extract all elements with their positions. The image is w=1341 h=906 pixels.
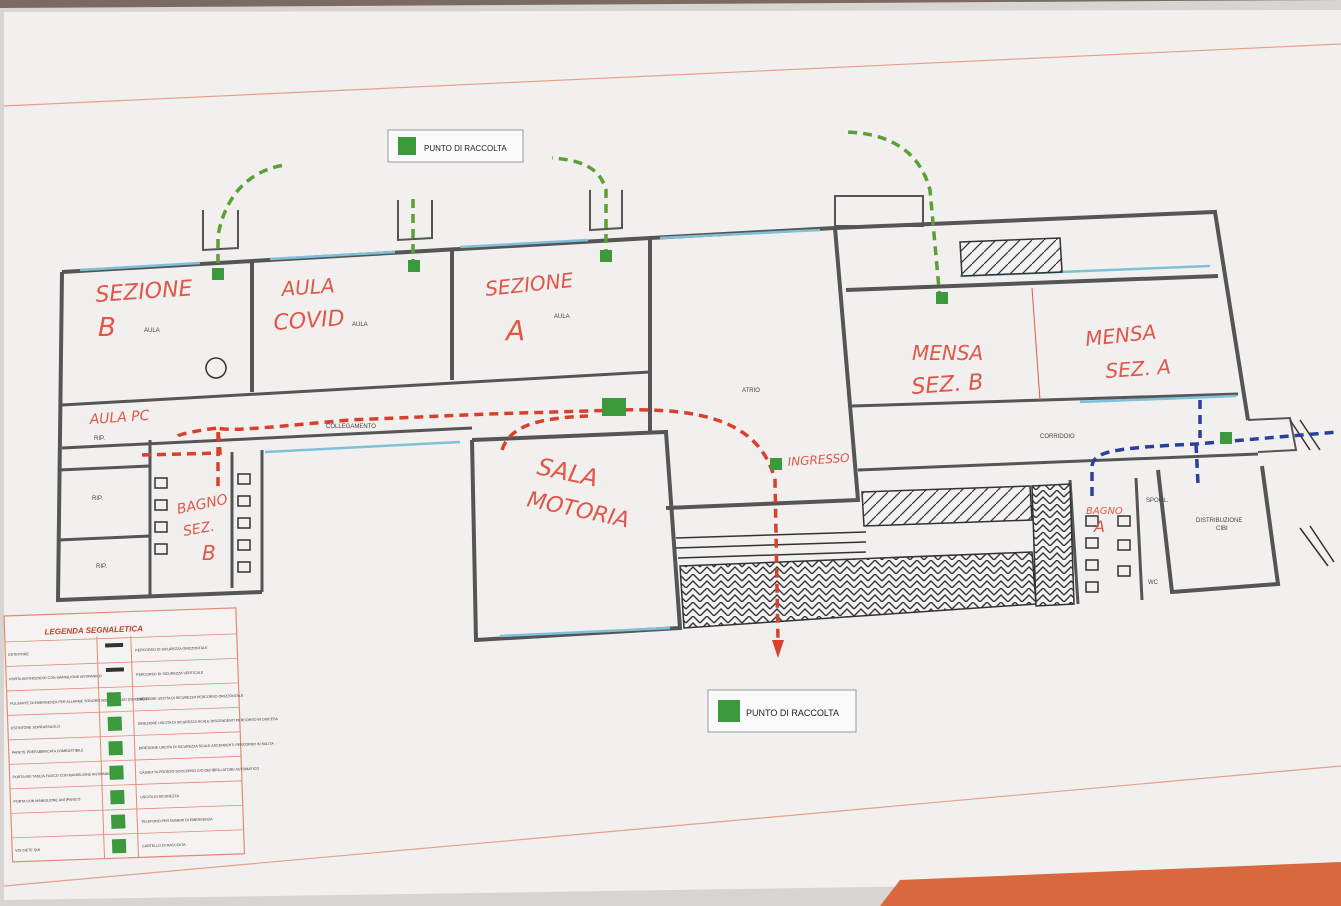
routes bbox=[141, 130, 1339, 641]
building-walls bbox=[55, 190, 1298, 643]
route-blue-branch bbox=[1194, 443, 1200, 485]
border-line-bottom bbox=[3, 765, 1341, 887]
legend-row-divider bbox=[8, 731, 241, 741]
legend-row-left: ESTINTORE SOPRASSUOLO bbox=[11, 725, 60, 731]
hw-bagno-b-2: SEZ. bbox=[182, 519, 216, 540]
assembly-icon bbox=[718, 700, 740, 722]
legend-row-right: USCITA DI SICUREZZA bbox=[140, 794, 179, 799]
legend-row-right: DIREZIONE USCITA DI SICUREZZA SCALE DISC… bbox=[138, 717, 279, 726]
paper-sheet-face bbox=[4, 10, 1341, 900]
hatched-areas bbox=[675, 237, 1335, 629]
route-green-sezione-a bbox=[551, 156, 608, 258]
exit-door-icon bbox=[110, 789, 125, 805]
hw-aula-covid-2: COVID bbox=[273, 306, 346, 336]
hw-mensa-b-1: MENSA bbox=[912, 341, 983, 365]
legend-row-divider bbox=[4, 633, 237, 643]
legend-title: LEGENDA SEGNALETICA bbox=[44, 624, 143, 636]
route-red-aula-pc bbox=[176, 426, 220, 492]
label-aula-3: AULA bbox=[554, 314, 570, 320]
legend-row-divider bbox=[11, 829, 244, 839]
phone-icon bbox=[111, 814, 126, 829]
route-arrowhead bbox=[772, 640, 784, 658]
legend-row-left: PULSANTE DI EMERGENZA PER ALLARME SONORO… bbox=[10, 697, 149, 706]
legend-row-left: VOI SIETE QUI bbox=[15, 848, 40, 853]
toilet-fixtures bbox=[154, 357, 1131, 593]
hw-bagno-a-2: A bbox=[1093, 517, 1105, 536]
legend-row-right: DIREZIONE USCITA DI SICUREZZA PERCORSO O… bbox=[137, 694, 244, 702]
label-aula-1: AULA bbox=[144, 328, 160, 334]
legend: LEGENDA SEGNALETICA ESTINTORE PERCORSO DI… bbox=[3, 607, 279, 863]
hw-mensa-b-2: SEZ. B bbox=[911, 370, 985, 400]
legend-row-right: DIREZIONE USCITA DI SICUREZZA SCALE ASCE… bbox=[139, 742, 275, 751]
hw-aula-covid-1: AULA bbox=[279, 273, 336, 301]
legend-row-left: ESTINTORE bbox=[8, 652, 29, 657]
hw-sezione-a-2: A bbox=[504, 314, 525, 347]
exit-sign-icon bbox=[107, 716, 123, 731]
legend-row-right: PERCORSO DI SICUREZZA ORIZZONTALE bbox=[135, 646, 208, 653]
exit-sign-icon bbox=[106, 691, 122, 707]
route-blue-exit bbox=[1090, 430, 1339, 496]
label-corridoio: CORRIDOIO bbox=[1040, 434, 1075, 440]
hw-sezione-b-2: B bbox=[98, 313, 116, 343]
hw-ingresso: INGRESSO bbox=[787, 451, 850, 469]
exit-signs bbox=[212, 250, 1232, 470]
label-rip-1: RIP. bbox=[94, 436, 105, 442]
legend-row-right: CARTELLO DI RACCOLTA bbox=[142, 843, 186, 849]
label-rip-3: RIP. bbox=[96, 564, 107, 570]
assembly-icon bbox=[398, 137, 416, 155]
assembly-point-top-label: PUNTO DI RACCOLTA bbox=[424, 144, 507, 153]
label-aula-2: AULA bbox=[352, 322, 368, 328]
table-edge bbox=[880, 862, 1341, 906]
arrow-icon bbox=[105, 642, 124, 648]
route-green-sezione-b bbox=[216, 163, 286, 278]
arrow-icon bbox=[105, 667, 125, 672]
border-line-top bbox=[3, 43, 1341, 107]
assembly-point-top: PUNTO DI RACCOLTA bbox=[387, 129, 524, 163]
legend-row-left: PORTA ANTINCENDIO CON MANIGLIONE ANTIPAN… bbox=[9, 674, 102, 681]
label-atrio: ATRIO bbox=[742, 388, 760, 394]
first-aid-icon bbox=[109, 765, 124, 780]
legend-row-divider bbox=[10, 780, 242, 790]
route-red-sala-motoria bbox=[500, 414, 589, 451]
hw-aula-pc: AULA PC bbox=[88, 408, 150, 428]
exit-sign-icon bbox=[108, 740, 123, 756]
legend-row-divider bbox=[7, 706, 240, 716]
legend-row-left: PORTA REI TAGLIA FUOCO CON MANIGLIONE AN… bbox=[13, 772, 114, 780]
label-cibi: CIBI bbox=[1216, 526, 1228, 532]
legend-row-right: PERCORSO DI SICUREZZA VERTICALE bbox=[136, 671, 204, 677]
assembly-point-bottom: PUNTO DI RACCOLTA bbox=[707, 689, 857, 733]
route-red-corridor bbox=[141, 408, 780, 641]
hw-bagno-a-1: BAGNO bbox=[1086, 506, 1123, 517]
legend-row-divider bbox=[10, 804, 243, 814]
legend-row-right: CASSETTA PRONTO SOCCORSO E/O DEFIBRILLAT… bbox=[139, 767, 259, 775]
label-distribuzione: DISTRIBUZIONE bbox=[1196, 518, 1242, 524]
legend-row-divider bbox=[5, 657, 238, 667]
legend-row-right: TELEFONO PER NUMERI DI EMERGENZA bbox=[141, 817, 213, 824]
hw-bagno-b-3: B bbox=[202, 541, 216, 565]
label-wc: WC bbox=[1148, 580, 1159, 586]
legend-row-left: PORTA CON MANIGLIONE ANTIPANICO bbox=[13, 797, 80, 803]
legend-row-left: PARETE PREFABBRICATA COMBUSTIBILE bbox=[12, 748, 85, 755]
legend-row-divider bbox=[6, 682, 239, 692]
legend-row-divider bbox=[9, 755, 242, 765]
hw-mensa-a-2: SEZ. A bbox=[1105, 354, 1172, 383]
assembly-icon bbox=[111, 838, 127, 854]
label-spogl: SPOGL. bbox=[1146, 498, 1169, 504]
label-collegamento: COLLEGAMENTO bbox=[326, 424, 376, 430]
label-rip-2: RIP. bbox=[92, 496, 103, 502]
assembly-point-bottom-label: PUNTO DI RACCOLTA bbox=[746, 708, 839, 718]
